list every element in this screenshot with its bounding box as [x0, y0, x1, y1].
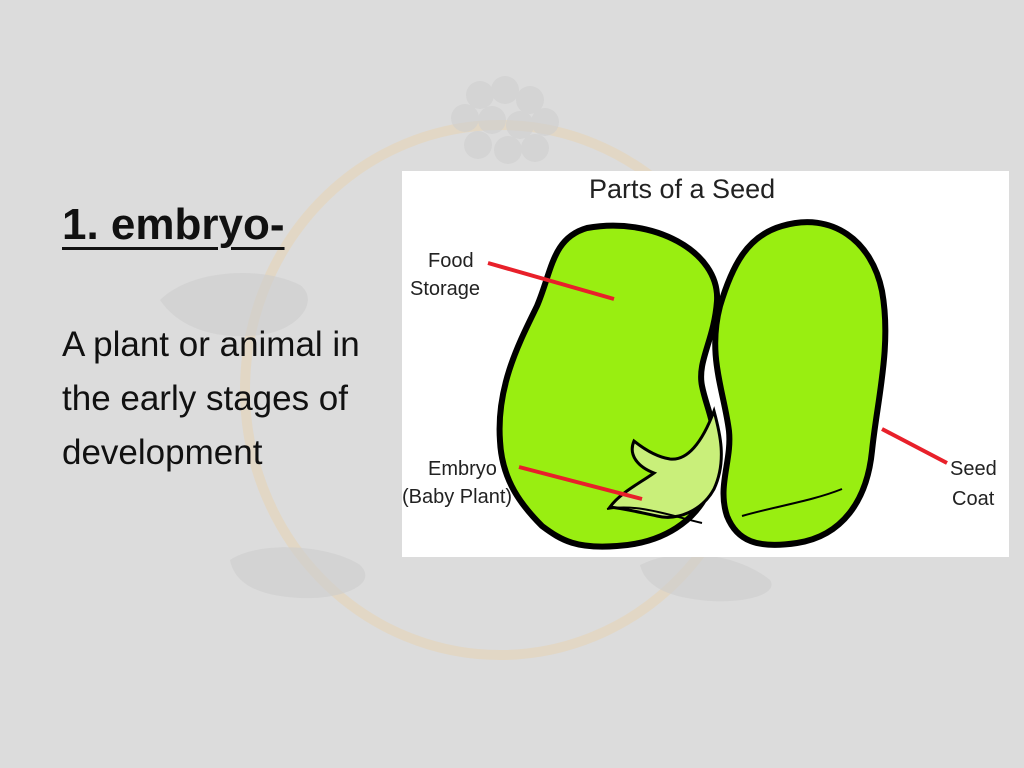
vocabulary-term: 1. embryo-: [62, 200, 285, 249]
seed-coat-pointer: [881, 427, 948, 465]
seed-coat-label-2: Coat: [952, 488, 995, 510]
term-definition: A plant or animal in the early stages of…: [62, 325, 360, 472]
embryo-pointer: [518, 465, 643, 501]
food-storage-pointer: [487, 261, 615, 301]
seed-inner-line: [741, 488, 843, 517]
seed-right-half: [712, 219, 889, 548]
embryo-root-line: [606, 506, 703, 524]
food-storage-label-2: Storage: [410, 278, 480, 300]
embryo-label: Embryo: [428, 458, 497, 480]
embryo-label-2: (Baby Plant): [402, 486, 512, 508]
seed-coat-label: Seed: [950, 458, 997, 480]
seed-diagram-graphic: Parts of a Seed Food Storage Embryo (Bab…: [402, 174, 997, 550]
diagram-title: Parts of a Seed: [589, 174, 775, 204]
food-storage-label: Food: [428, 250, 474, 272]
seed-diagram: Parts of a Seed Food Storage Embryo (Bab…: [402, 171, 1009, 557]
